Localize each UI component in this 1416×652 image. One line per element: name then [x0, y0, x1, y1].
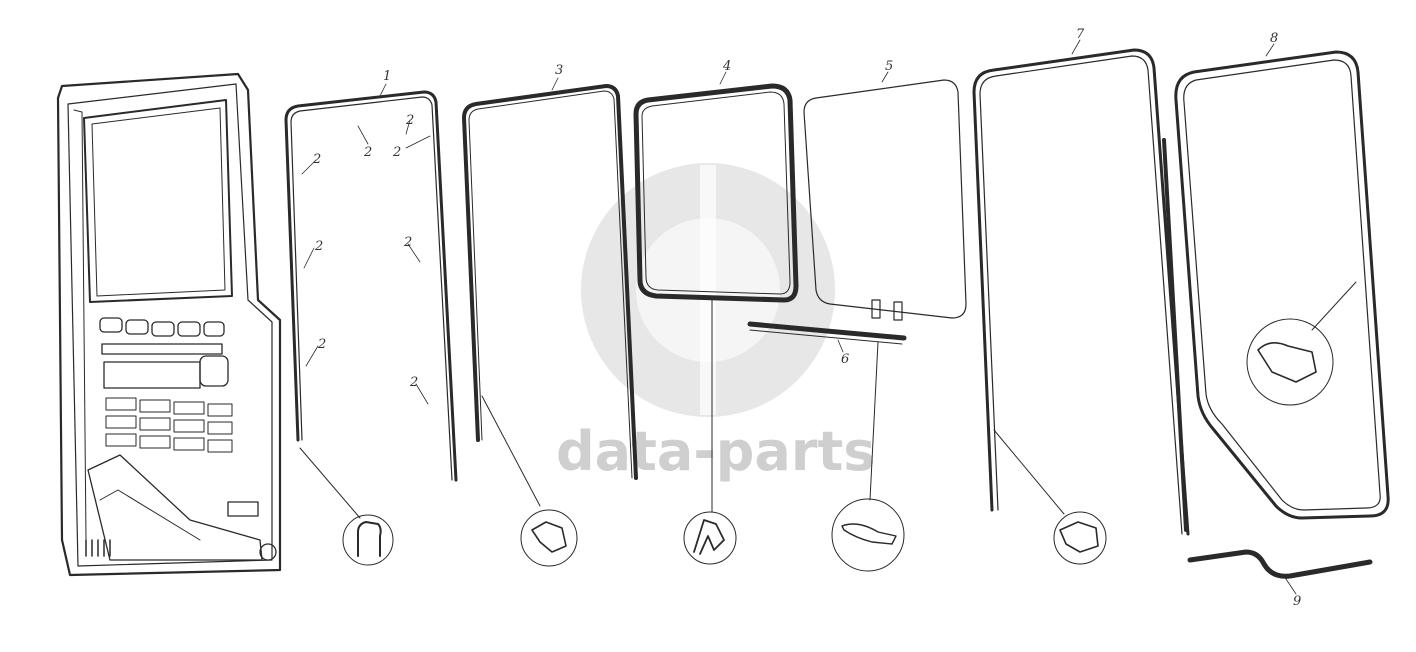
seal-part-4	[633, 83, 799, 303]
part-label-9: 9	[1293, 594, 1301, 609]
part-label-2: 2	[363, 145, 372, 160]
profile-callout-3	[481, 395, 578, 567]
part-label-4: 4	[722, 59, 731, 74]
part-label-1: 1	[383, 69, 391, 84]
part-label-2: 2	[317, 337, 326, 352]
profile-callout-7	[993, 429, 1107, 565]
profile-callout-8	[1246, 281, 1357, 406]
part-label-2: 2	[392, 145, 401, 160]
part-label-6: 6	[841, 352, 849, 367]
part-label-2: 2	[409, 375, 418, 390]
part-label-3: 3	[555, 63, 563, 78]
part-label-2: 2	[314, 239, 323, 254]
seal-part-1	[284, 90, 458, 482]
leader-lines	[301, 39, 1297, 595]
part-label-2: 2	[405, 113, 414, 128]
clip-callout-1	[299, 447, 394, 566]
profile-callout-6	[831, 341, 905, 572]
part-label-2: 2	[312, 152, 321, 167]
profile-callout-4	[683, 299, 737, 565]
part-label-7: 7	[1076, 27, 1085, 42]
window-glass-part-5	[803, 79, 967, 321]
strip-part-6	[747, 321, 907, 345]
seal-part-3	[462, 84, 638, 480]
seal-part-7	[972, 48, 1190, 536]
part-label-5: 5	[885, 59, 893, 74]
door-panel	[56, 72, 282, 577]
watermark-text: data-parts	[556, 420, 875, 483]
strip-part-9	[1187, 549, 1373, 579]
part-label-8: 8	[1270, 31, 1278, 46]
seal-part-8	[1174, 50, 1390, 520]
part-label-2: 2	[403, 235, 412, 250]
